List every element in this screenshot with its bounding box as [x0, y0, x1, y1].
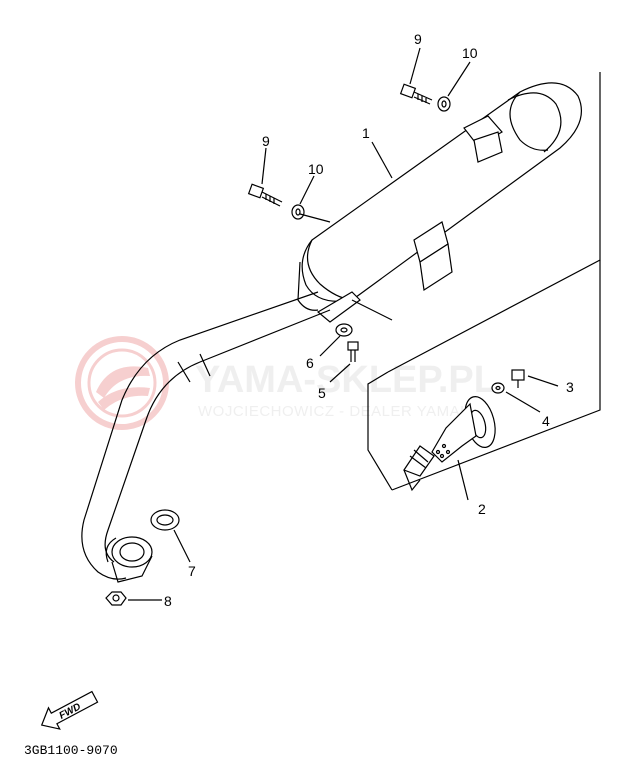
bolt-part-9-lower	[247, 183, 283, 207]
diagram-code: 3GB1100-9070	[24, 743, 118, 758]
callout-8: 8	[164, 593, 172, 609]
washer-part-10-lower	[291, 204, 305, 220]
callout-10-upper: 10	[462, 45, 478, 61]
washer-part-10-upper	[437, 96, 451, 112]
callout-2: 2	[478, 501, 486, 517]
exhaust-pipe	[81, 291, 331, 583]
watermark-brand: YAMA-SKLEP.PL	[195, 359, 497, 401]
bolt-part-5	[347, 341, 359, 362]
spark-arrester-part-2	[403, 396, 496, 492]
callout-5: 5	[318, 385, 326, 401]
callout-3: 3	[566, 379, 574, 395]
washer-part-4	[491, 382, 505, 394]
callout-4: 4	[542, 413, 550, 429]
callout-labels: 1 2 3 4 5 6 7 8 9 10 9 10	[164, 31, 574, 609]
callout-10-lower: 10	[308, 161, 324, 177]
callout-9-upper: 9	[414, 31, 422, 47]
bolt-part-9-upper	[399, 83, 433, 105]
washer-part-6	[335, 323, 353, 337]
watermark-tagline: WOJCIECHOWICZ - DEALER YAMAHA	[198, 403, 482, 420]
nut-part-8	[105, 591, 127, 606]
watermark: YAMA-SKLEP.PL WOJCIECHOWICZ - DEALER YAM…	[75, 336, 497, 430]
assembly-outlines	[351, 72, 601, 491]
muffler-part-1	[297, 82, 582, 323]
screw-part-3	[511, 369, 525, 388]
callout-7: 7	[188, 563, 196, 579]
fwd-label: FWD	[58, 701, 83, 721]
callout-6: 6	[306, 355, 314, 371]
leader-lines	[128, 47, 559, 601]
gasket-part-7	[150, 509, 180, 531]
callout-1: 1	[362, 125, 370, 141]
watermark-logo	[75, 336, 169, 430]
fwd-arrow-icon: FWD	[40, 690, 99, 730]
callout-9-lower: 9	[262, 133, 270, 149]
